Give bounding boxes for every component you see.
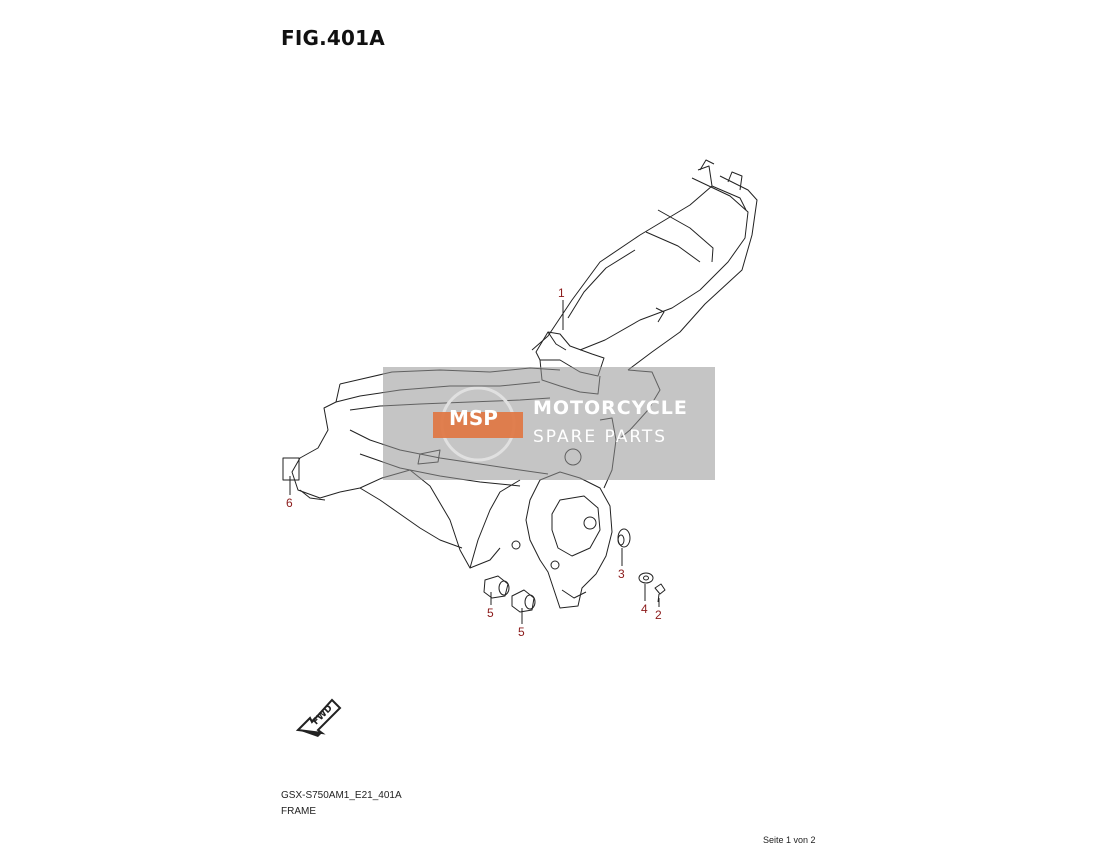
callout-6: 6: [286, 496, 293, 510]
callout-1: 1: [558, 286, 565, 300]
grommet-3: [617, 528, 631, 548]
fwd-arrow-icon: [295, 698, 342, 737]
callout-4: 4: [641, 602, 648, 616]
callout-5a: 5: [487, 606, 494, 620]
collar-5a: [483, 575, 510, 599]
callout-5b: 5: [518, 625, 525, 639]
section-name: FRAME: [281, 806, 316, 817]
page-indicator: Seite 1 von 2: [763, 835, 816, 845]
bolt-2: [654, 583, 666, 603]
callout-2: 2: [655, 608, 662, 622]
washer-4: [638, 572, 654, 584]
rear-subframe-right: [627, 175, 758, 371]
callout-3: 3: [618, 567, 625, 581]
figure-title: FIG.401A: [281, 26, 385, 50]
model-code: GSX-S750AM1_E21_401A: [281, 790, 402, 801]
msp-logo-icon: [433, 386, 523, 462]
watermark-line2: SPARE PARTS: [533, 427, 668, 447]
rear-subframe-left: [531, 165, 713, 351]
watermark: MSP MOTORCYCLE SPARE PARTS: [383, 367, 715, 480]
watermark-line1: MOTORCYCLE: [533, 397, 688, 419]
watermark-logo-text: MSP: [449, 406, 498, 430]
collar-5b: [511, 589, 536, 613]
